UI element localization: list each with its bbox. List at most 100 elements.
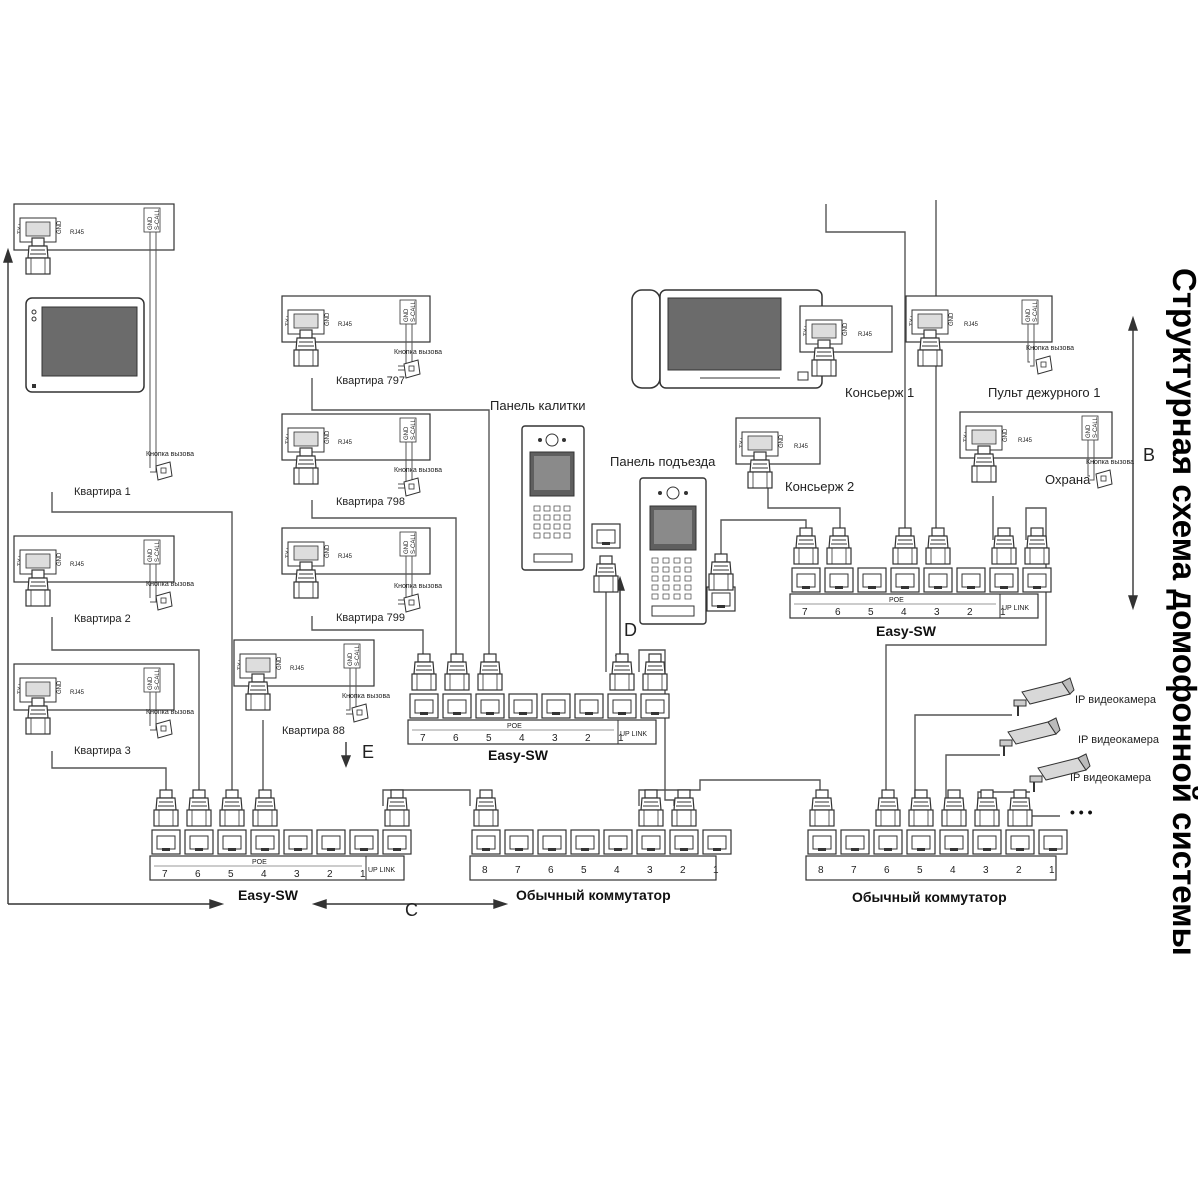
switch-port-jack[interactable] bbox=[857, 567, 887, 593]
switch-port-jack[interactable] bbox=[873, 829, 903, 855]
call-button-icon[interactable] bbox=[351, 703, 369, 723]
call-button-icon[interactable] bbox=[1035, 355, 1053, 375]
apartment-unit-a3: TX+TX-RX+18V18VRX-GNDGNDGNDS-CALLRJ45Кно… bbox=[13, 663, 194, 757]
switch-port-jack[interactable] bbox=[475, 693, 505, 719]
switch-port-jack[interactable] bbox=[640, 693, 670, 719]
switch-port-jack[interactable] bbox=[840, 829, 870, 855]
rj45-plug-icon bbox=[444, 653, 470, 691]
switch-port-jack[interactable] bbox=[956, 567, 986, 593]
switch-port-jack[interactable] bbox=[669, 829, 699, 855]
apartment-label: Квартира 3 bbox=[74, 745, 131, 757]
switch-port-jack[interactable] bbox=[939, 829, 969, 855]
camera-label-3: IP видеокамера bbox=[1070, 772, 1152, 784]
switch-port-jack[interactable] bbox=[508, 693, 538, 719]
switch-port-jack[interactable] bbox=[807, 829, 837, 855]
port-number: 4 bbox=[519, 733, 525, 744]
switch-port-jack[interactable] bbox=[504, 829, 534, 855]
switch-port-jack[interactable] bbox=[250, 829, 280, 855]
port-number: 4 bbox=[261, 869, 267, 880]
pin-label: GND bbox=[1086, 424, 1092, 438]
wire-regular-link bbox=[638, 779, 821, 806]
switch-port-jack[interactable] bbox=[217, 829, 247, 855]
switch-port-jack[interactable] bbox=[824, 567, 854, 593]
rj45-socket-icon bbox=[971, 429, 997, 445]
rj45-plug-icon bbox=[609, 653, 635, 691]
camera-label-2: IP видеокамера bbox=[1078, 734, 1160, 746]
rj45-label: RJ45 bbox=[70, 562, 85, 568]
port-number: 6 bbox=[548, 865, 554, 876]
rj45-socket-icon bbox=[245, 657, 271, 673]
switch-port-jack[interactable] bbox=[316, 829, 346, 855]
call-button-icon[interactable] bbox=[155, 461, 173, 481]
pin-label: GND bbox=[148, 548, 154, 562]
wire-apartment-799 bbox=[311, 616, 424, 672]
switch-port-jack[interactable] bbox=[603, 829, 633, 855]
switch-port-jack[interactable] bbox=[442, 693, 472, 719]
switch-port-jack[interactable] bbox=[636, 829, 666, 855]
switch-port-jack[interactable] bbox=[972, 829, 1002, 855]
switch-port-jack[interactable] bbox=[702, 829, 732, 855]
right-unit-label: Консьерж 1 bbox=[845, 385, 914, 400]
switch-port-jack[interactable] bbox=[607, 693, 637, 719]
apartment-label: Квартира 797 bbox=[336, 375, 405, 387]
switch-port-jack[interactable] bbox=[570, 829, 600, 855]
switch-port-jack[interactable] bbox=[184, 829, 214, 855]
switch-port-jack[interactable] bbox=[890, 567, 920, 593]
call-button-icon[interactable] bbox=[155, 719, 173, 739]
apartment-label: Квартира 2 bbox=[74, 613, 131, 625]
pin-label: GND bbox=[325, 430, 331, 444]
switch-port-jack[interactable] bbox=[537, 829, 567, 855]
rj45-plug-icon bbox=[219, 789, 245, 827]
rj45-label: RJ45 bbox=[1018, 438, 1033, 444]
switch-port-jack[interactable] bbox=[989, 567, 1019, 593]
port-number: 7 bbox=[851, 865, 857, 876]
switch-port-jack[interactable] bbox=[151, 829, 181, 855]
port-number: 1 bbox=[1049, 865, 1055, 876]
switch-port-jack[interactable] bbox=[471, 829, 501, 855]
apartment-label: Квартира 799 bbox=[336, 612, 405, 624]
pin-label: S-CALL bbox=[155, 668, 161, 690]
rj45-label: RJ45 bbox=[338, 554, 353, 560]
switch-port-jack[interactable] bbox=[923, 567, 953, 593]
call-button-icon[interactable] bbox=[1095, 469, 1113, 489]
switch-port-jack[interactable] bbox=[906, 829, 936, 855]
pin-label: GND bbox=[1026, 308, 1032, 322]
wire-concierge-1 bbox=[825, 204, 906, 540]
wire-apartment-2 bbox=[51, 617, 200, 806]
poe-label: POE bbox=[507, 723, 522, 730]
switch-port-jack[interactable] bbox=[1038, 829, 1068, 855]
rj45-label: RJ45 bbox=[964, 322, 979, 328]
rj45-socket-icon bbox=[811, 323, 837, 339]
rj45-plug-icon bbox=[991, 527, 1017, 565]
call-button-icon[interactable] bbox=[155, 591, 173, 611]
rj45-plug-icon bbox=[153, 789, 179, 827]
rj45-label: RJ45 bbox=[858, 332, 873, 338]
wire-camera-2 bbox=[945, 754, 1000, 806]
switch-port-jack[interactable] bbox=[1022, 567, 1052, 593]
right-unit-guard: TX+TX-RX+18V18VRX-GNDGNDRJ45GNDS-CALLКно… bbox=[959, 411, 1134, 489]
port-number: 4 bbox=[950, 865, 956, 876]
switch-port-jack[interactable] bbox=[1005, 829, 1035, 855]
switch-port-jack[interactable] bbox=[349, 829, 379, 855]
camera-lens-icon bbox=[666, 486, 680, 500]
rj45-plug-icon bbox=[252, 789, 278, 827]
letter-b: B bbox=[1143, 445, 1155, 465]
switch-port-jack[interactable] bbox=[382, 829, 412, 855]
wire-apartment-1 bbox=[51, 492, 233, 806]
entrance-panel-label: Панель подъезда bbox=[610, 454, 716, 469]
switch-port-jack[interactable] bbox=[574, 693, 604, 719]
switch-port-jack[interactable] bbox=[283, 829, 313, 855]
concierge-monitor bbox=[631, 289, 823, 389]
rj45-socket-icon bbox=[293, 431, 319, 447]
switch-port-jack[interactable] bbox=[791, 567, 821, 593]
switch-port-jack[interactable] bbox=[409, 693, 439, 719]
port-number: 2 bbox=[967, 607, 973, 618]
letter-e: E bbox=[362, 742, 374, 762]
apartment-unit-a88: TX+TX-RX+18V18VRX-GNDGNDGNDS-CALLRJ45Кно… bbox=[233, 639, 390, 737]
diagram-title: Структурная схема домофонной системы bbox=[1166, 268, 1200, 956]
wire-concierge-2 bbox=[767, 476, 841, 540]
port-number: 3 bbox=[647, 865, 653, 876]
rj45-plug-icon bbox=[642, 653, 668, 691]
switch-port-jack[interactable] bbox=[541, 693, 571, 719]
port-number: 1 bbox=[360, 869, 366, 880]
